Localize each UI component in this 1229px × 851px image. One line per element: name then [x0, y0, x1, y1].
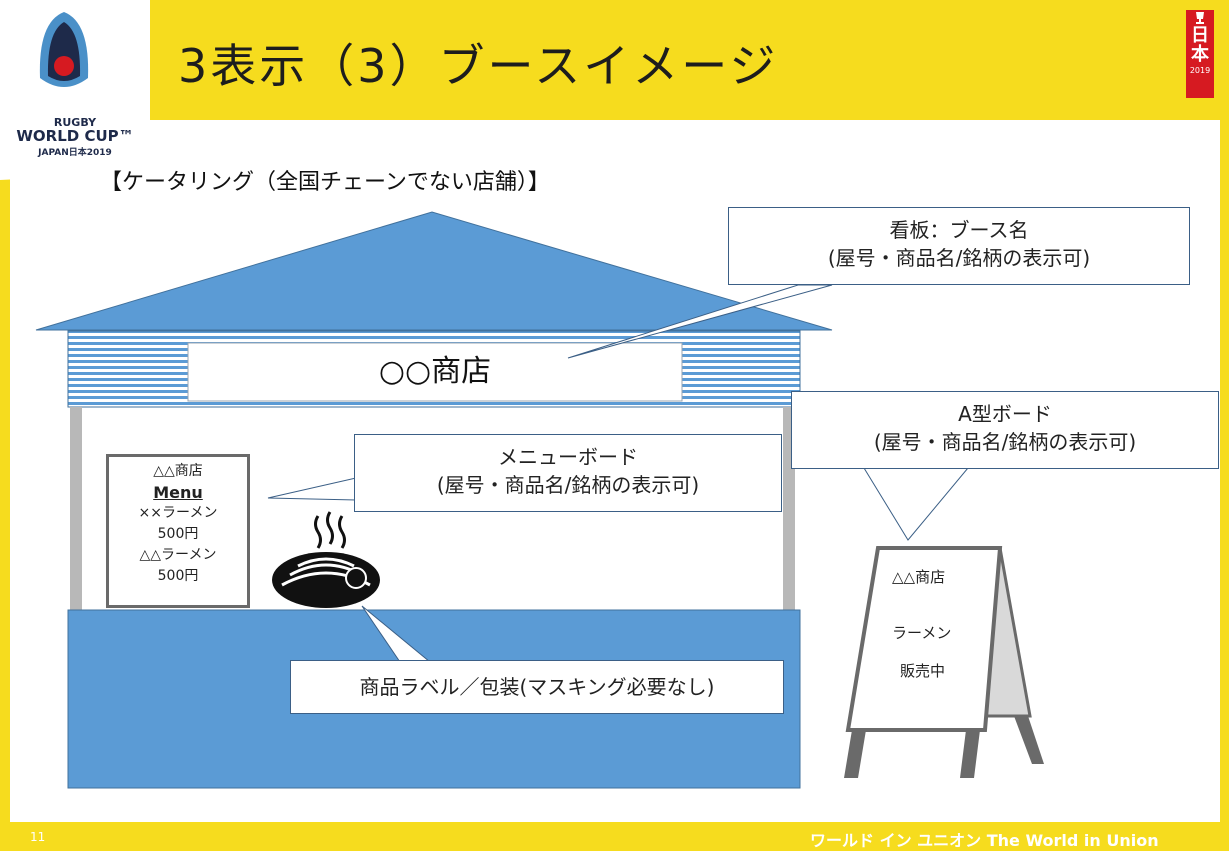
- booth-roof: [35, 211, 833, 331]
- slide-subtitle: 【ケータリング（全国チェーンでない店舗）】: [100, 170, 550, 195]
- a-board-shop-name: △△商店: [892, 568, 946, 586]
- logo-line-2: WORLD CUP™: [16, 127, 134, 145]
- slide-number: 11: [30, 830, 46, 844]
- logo-line-1: RUGBY: [53, 116, 97, 129]
- a-board-leg-mid: [960, 730, 980, 778]
- slide-title: 3表示（3）ブースイメージ: [178, 39, 779, 93]
- ramen-bowl-icon: [272, 511, 380, 608]
- a-board-leg-left: [844, 730, 866, 778]
- menu-price-1: 500円: [157, 526, 199, 542]
- badge-kanji-2: 本: [1191, 44, 1209, 65]
- a-board-callout: A型ボード (屋号・商品名/銘柄の表示可): [791, 391, 1219, 469]
- trophy-icon: [1196, 12, 1204, 24]
- menu-price-2: 500円: [157, 568, 199, 584]
- menu-board: △△商店 Menu ××ラーメン 500円 △△ラーメン 500円: [106, 454, 250, 608]
- label-callout-line1: 商品ラベル／包装(マスキング必要なし): [359, 675, 715, 699]
- logo-line-3: JAPAN日本2019: [38, 148, 112, 158]
- badge-year: 2019: [1189, 66, 1211, 75]
- booth-post-left: [70, 407, 82, 612]
- aboard-callout-line2: (屋号・商品名/銘柄の表示可): [873, 430, 1137, 454]
- product-label-callout: 商品ラベル／包装(マスキング必要なし): [290, 660, 784, 714]
- rugby-world-cup-logo: RUGBY WORLD CUP™ JAPAN日本2019: [0, 0, 150, 180]
- footer-tagline: ワールド イン ユニオン The World in Union: [810, 831, 1159, 850]
- menu-callout-line2: (屋号・商品名/銘柄の表示可): [436, 473, 700, 497]
- signboard-shop-name: ○○商店: [378, 354, 492, 389]
- aboard-callout-pointer: [863, 467, 970, 541]
- a-board-product: ラーメン: [892, 624, 952, 642]
- menu-callout-line1: メニューボード: [498, 445, 638, 469]
- footer-band: [0, 822, 1229, 850]
- menu-item-2: △△ラーメン: [139, 547, 217, 563]
- japan-2019-badge: 日 本 2019: [1186, 10, 1214, 98]
- a-board-status: 販売中: [900, 662, 946, 680]
- signboard-callout-line2: (屋号・商品名/銘柄の表示可): [827, 246, 1091, 270]
- menu-callout-pointer: [267, 477, 357, 501]
- signboard-panel: [187, 342, 683, 402]
- logo-emblem-icon: [0, 0, 150, 180]
- menu-title: Menu: [153, 483, 203, 502]
- a-board-front: [845, 546, 1003, 732]
- signboard-callout-pointer: [567, 284, 833, 359]
- badge-kanji-1: 日: [1191, 25, 1209, 46]
- aboard-callout-line1: A型ボード: [958, 402, 1052, 426]
- menu-shop-name: △△商店: [153, 463, 203, 479]
- signboard-callout-line1: 看板：ブース名: [889, 218, 1029, 242]
- a-board-leg-right: [1014, 716, 1044, 764]
- signboard-callout: 看板：ブース名 (屋号・商品名/銘柄の表示可): [728, 207, 1190, 285]
- header-band: [0, 0, 1229, 120]
- menu-board-callout: メニューボード (屋号・商品名/銘柄の表示可): [354, 434, 782, 512]
- menu-item-1: ××ラーメン: [138, 505, 218, 521]
